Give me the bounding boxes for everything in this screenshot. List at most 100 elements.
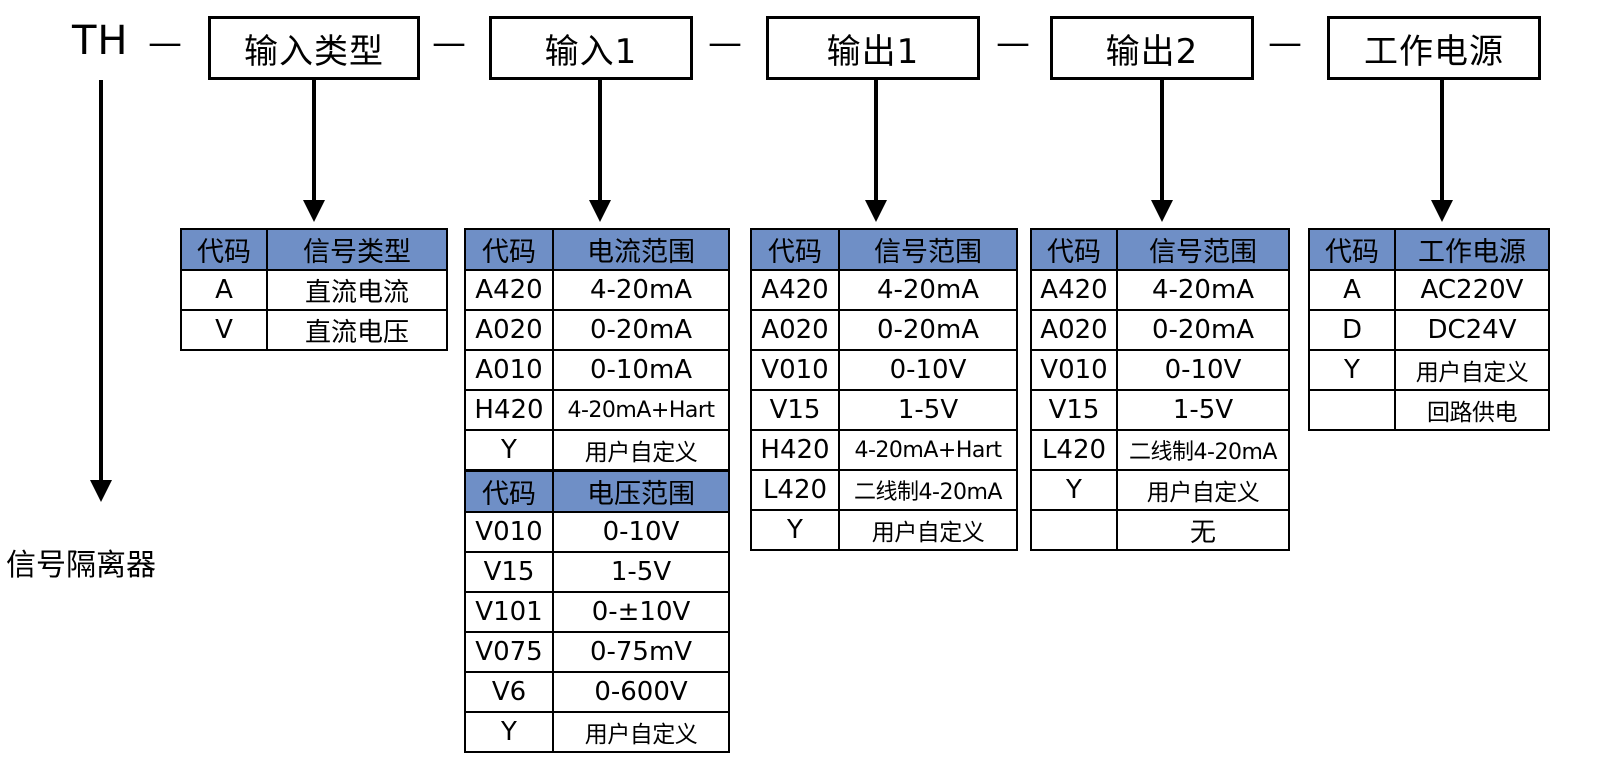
cell-value: 二线制4-20mA: [838, 469, 1018, 511]
cell-code: Y: [1308, 349, 1396, 391]
table-row[interactable]: A AC220V: [1308, 269, 1550, 311]
product-caption: 信号隔离器: [6, 548, 156, 583]
cell-code: H420: [750, 429, 840, 471]
cell-value: 直流电流: [266, 269, 448, 311]
connector-arrow-output2: [1151, 200, 1173, 222]
table-row[interactable]: A010 0-10mA: [464, 349, 730, 391]
code-box-input-type[interactable]: 输入类型: [208, 16, 420, 80]
header-code: 代码: [1030, 228, 1118, 271]
table-row[interactable]: L420 二线制4-20mA: [1030, 429, 1290, 471]
cell-value: 直流电压: [266, 309, 448, 351]
table-row[interactable]: 无: [1030, 509, 1290, 551]
table-input1-current: 代码 电流范围 A420 4-20mA A020 0-20mA A010 0-1…: [464, 228, 730, 471]
cell-code: V010: [464, 511, 554, 553]
cell-code: V075: [464, 631, 554, 673]
cell-code: D: [1308, 309, 1396, 351]
cell-value: 回路供电: [1394, 389, 1550, 431]
code-box-output1[interactable]: 输出1: [766, 16, 980, 80]
cell-code: V010: [750, 349, 840, 391]
code-box-input-type-label: 输入类型: [244, 31, 384, 72]
table-row[interactable]: 回路供电: [1308, 389, 1550, 431]
table-row[interactable]: Y 用户自定义: [1308, 349, 1550, 391]
code-box-power-supply[interactable]: 工作电源: [1327, 16, 1541, 80]
table-row[interactable]: V010 0-10V: [750, 349, 1018, 391]
cell-value: 1-5V: [552, 551, 730, 593]
table-row[interactable]: A420 4-20mA: [1030, 269, 1290, 311]
table-row[interactable]: Y 用户自定义: [464, 429, 730, 471]
code-box-output1-label: 输出1: [826, 31, 920, 72]
code-box-power-supply-label: 工作电源: [1364, 31, 1504, 72]
table-row[interactable]: A020 0-20mA: [464, 309, 730, 351]
table-row[interactable]: V 直流电压: [180, 309, 448, 351]
table-row[interactable]: H420 4-20mA+Hart: [464, 389, 730, 431]
cell-value: 0-10V: [838, 349, 1018, 391]
model-code-row: TH — 输入类型 — 输入1 — 输出1 — 输出2 — 工作电源: [0, 0, 1605, 100]
table-row[interactable]: H420 4-20mA+Hart: [750, 429, 1018, 471]
header-value: 电流范围: [552, 228, 730, 271]
table-header-row: 代码 信号范围: [1030, 228, 1290, 271]
cell-code: V101: [464, 591, 554, 633]
table-row[interactable]: V010 0-10V: [1030, 349, 1290, 391]
cell-code: A420: [1030, 269, 1118, 311]
header-code: 代码: [1308, 228, 1396, 271]
table-row[interactable]: V075 0-75mV: [464, 631, 730, 673]
cell-code: A020: [750, 309, 840, 351]
cell-value: DC24V: [1394, 309, 1550, 351]
cell-code: V6: [464, 671, 554, 713]
connector-line-product: [99, 80, 103, 485]
table-row[interactable]: A020 0-20mA: [750, 309, 1018, 351]
cell-code: A: [1308, 269, 1396, 311]
header-value: 工作电源: [1394, 228, 1550, 271]
cell-code: A010: [464, 349, 554, 391]
cell-value: 4-20mA: [552, 269, 730, 311]
table-header-row: 代码 工作电源: [1308, 228, 1550, 271]
cell-code: V: [180, 309, 268, 351]
table-row[interactable]: V15 1-5V: [1030, 389, 1290, 431]
cell-code: A020: [464, 309, 554, 351]
table-row[interactable]: Y 用户自定义: [464, 711, 730, 753]
cell-value: 0-10mA: [552, 349, 730, 391]
table-row[interactable]: Y 用户自定义: [1030, 469, 1290, 511]
table-row[interactable]: A 直流电流: [180, 269, 448, 311]
connector-arrow-product: [90, 480, 112, 502]
cell-code: [1030, 509, 1118, 551]
cell-code: Y: [750, 509, 840, 551]
table-output1: 代码 信号范围 A420 4-20mA A020 0-20mA V010 0-1…: [750, 228, 1018, 551]
table-row[interactable]: A420 4-20mA: [464, 269, 730, 311]
cell-value: 4-20mA+Hart: [838, 429, 1018, 471]
cell-code: L420: [1030, 429, 1118, 471]
table-row[interactable]: V101 0-±10V: [464, 591, 730, 633]
code-box-output2-label: 输出2: [1105, 31, 1199, 72]
table-power-supply: 代码 工作电源 A AC220V D DC24V Y 用户自定义 回路供电: [1308, 228, 1550, 431]
table-input1-voltage: 代码 电压范围 V010 0-10V V15 1-5V V101 0-±10V …: [464, 470, 730, 753]
table-row[interactable]: D DC24V: [1308, 309, 1550, 351]
cell-value: 0-75mV: [552, 631, 730, 673]
cell-value: 二线制4-20mA: [1116, 429, 1290, 471]
header-value: 电压范围: [552, 470, 730, 513]
table-row[interactable]: A420 4-20mA: [750, 269, 1018, 311]
table-row[interactable]: V15 1-5V: [750, 389, 1018, 431]
cell-code: Y: [464, 429, 554, 471]
cell-value: 4-20mA+Hart: [552, 389, 730, 431]
table-row[interactable]: V6 0-600V: [464, 671, 730, 713]
table-row[interactable]: L420 二线制4-20mA: [750, 469, 1018, 511]
cell-value: 用户自定义: [838, 509, 1018, 551]
cell-value: 4-20mA: [1116, 269, 1290, 311]
cell-value: 1-5V: [838, 389, 1018, 431]
cell-value: 4-20mA: [838, 269, 1018, 311]
cell-value: 0-600V: [552, 671, 730, 713]
cell-code: A020: [1030, 309, 1118, 351]
separator-dash-4: —: [1268, 23, 1302, 63]
connector-arrow-output1: [865, 200, 887, 222]
code-box-output2[interactable]: 输出2: [1050, 16, 1254, 80]
table-row[interactable]: Y 用户自定义: [750, 509, 1018, 551]
header-code: 代码: [750, 228, 840, 271]
table-row[interactable]: V010 0-10V: [464, 511, 730, 553]
header-code: 代码: [180, 228, 268, 271]
header-value: 信号范围: [1116, 228, 1290, 271]
table-row[interactable]: A020 0-20mA: [1030, 309, 1290, 351]
table-row[interactable]: V15 1-5V: [464, 551, 730, 593]
code-box-input1[interactable]: 输入1: [489, 16, 693, 80]
cell-code: A420: [464, 269, 554, 311]
cell-value: 0-10V: [1116, 349, 1290, 391]
